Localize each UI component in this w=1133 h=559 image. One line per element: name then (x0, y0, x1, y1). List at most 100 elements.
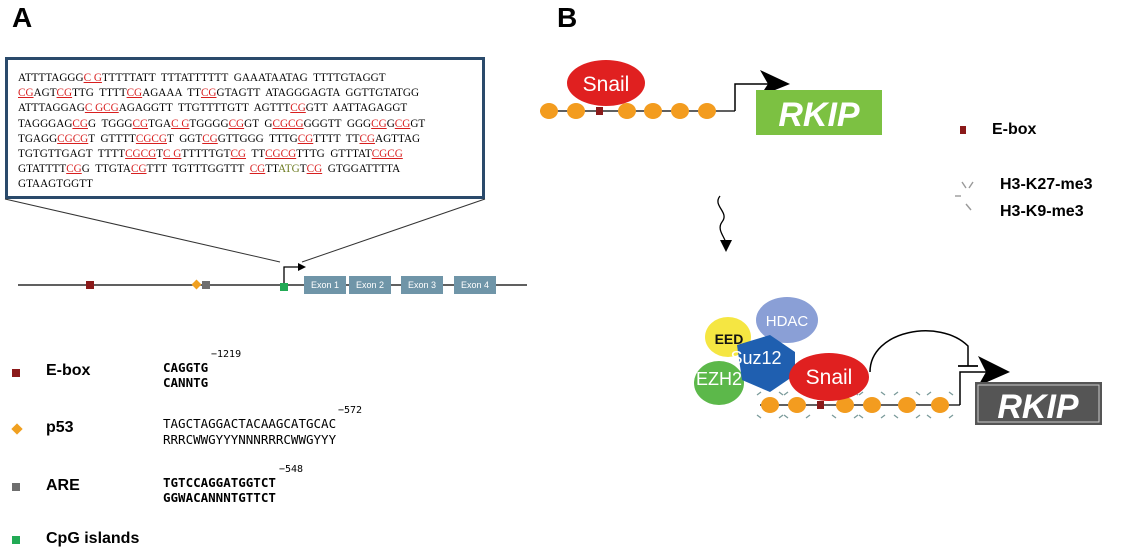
histone-mark (948, 414, 954, 419)
sequence-segment: TTT TGTTTGGTTT (146, 163, 250, 176)
histone-mark (915, 414, 921, 419)
cpg-site: C G (171, 117, 190, 130)
histone-mark (926, 391, 932, 396)
rkip-gene-silenced (975, 382, 1102, 425)
ebox-silenced (817, 401, 824, 409)
cpg-site: CG (306, 163, 323, 176)
tss-arrow-head (298, 263, 306, 271)
sequence-line: TAGGGAGCGG TGGGCGTGAC GTGGGGCGGT GCGCGGG… (18, 117, 425, 132)
legend-are-position: −548 (279, 464, 304, 475)
snail-active (567, 60, 645, 106)
sequence-segment: GTAAGTGGTT (18, 178, 93, 191)
legend-ebox-position: −1219 (211, 349, 242, 360)
sequence-segment: GTATTTT (18, 163, 67, 176)
sequence-line: ATTTTAGGGC GTTTTTATT TTTATTTTTT GAAATAAT… (18, 71, 425, 86)
ezh2-label: EZH2 (696, 369, 742, 389)
histone-mark (756, 414, 762, 419)
cpg-site: CGCG (125, 148, 157, 161)
suz12-protein (737, 335, 795, 392)
cpg-site: CG (72, 117, 88, 130)
eed-label: EED (715, 331, 744, 347)
legend-cpg-label: CpG islands (46, 530, 140, 547)
histone-mark (893, 414, 899, 419)
exon-1: Exon 1 (304, 276, 346, 294)
sequence-segment: TGAGG (18, 132, 58, 145)
nucleosomes-silenced (761, 397, 949, 413)
sequence-segment: GTAGTT ATAGGGAGTA GGTTGTATGG (216, 87, 420, 100)
legend-cpg-symbol (12, 536, 20, 544)
sequence-segment: TTG TTTT (72, 87, 127, 100)
sequence-segment: T (156, 148, 164, 161)
histone-mark (880, 391, 886, 396)
legend-ebox-seq1: CAGGTG (163, 360, 209, 375)
cpg-site: C G (163, 148, 182, 161)
cpg-site: CG (126, 87, 143, 100)
cpg-site: CG (202, 132, 218, 145)
cpg-site: C GCG (84, 102, 119, 115)
exon-1-label: Exon 1 (311, 280, 339, 290)
sequence-segment: GTGGATTTTA (322, 163, 401, 176)
legend-are-seq1: TGTCCAGGATGGTCT (163, 475, 276, 490)
sequence-segment: T (299, 163, 307, 176)
sequence-segment: AGAAA TT (142, 87, 201, 100)
transition-arrowhead (720, 240, 732, 252)
histone-mark (858, 414, 864, 419)
key-histone-marks-symbol (955, 181, 974, 211)
sequence-line: GTATTTTCGG TTGTACGTTT TGTTTGGTTT CGTTATG… (18, 162, 425, 177)
legend-ebox-label: E-box (46, 362, 91, 379)
exon-2-label: Exon 2 (356, 280, 384, 290)
cpg-site: CG (290, 102, 306, 115)
cpg-site: CG (394, 117, 411, 130)
map-are-site (202, 281, 210, 289)
sequence-segment: TT (246, 148, 266, 161)
sequence-segment: GGGTT GGG (303, 117, 372, 130)
rkip-active-label: RKIP (778, 96, 860, 134)
nucleosomes-active (540, 103, 716, 119)
cpg-site: CG (249, 163, 266, 176)
histone-mark (783, 414, 789, 419)
histone-mark (853, 414, 859, 419)
sequence-segment: TT (265, 163, 279, 176)
sequence-segment: ATTTAGGAG (18, 102, 85, 115)
cpg-site: CG (359, 132, 376, 145)
sequence-segment: TTTTTGT (181, 148, 231, 161)
legend-p53-position: −572 (338, 405, 363, 416)
cpg-site: CG (297, 132, 314, 145)
sequence-segment: TGA (148, 117, 172, 130)
cpg-site: CGCG (135, 132, 167, 145)
key-ebox-symbol (960, 126, 966, 134)
cpg-site: CGCG (57, 132, 89, 145)
histone-mark (915, 391, 921, 396)
zoom-line-left (4, 198, 281, 263)
legend-ebox-symbol (12, 369, 20, 377)
key-k9-label: H3-K9-me3 (1000, 203, 1084, 220)
cpg-site: CG (132, 117, 149, 130)
legend-are-symbol (12, 483, 20, 491)
zoom-line-right (301, 198, 486, 263)
sequence-segment: G (386, 117, 395, 130)
hdac-protein (756, 297, 818, 343)
exon-4-label: Exon 4 (461, 280, 489, 290)
exon-2: Exon 2 (349, 276, 391, 294)
tss-arrow-active (734, 83, 772, 111)
sequence-segment: G TTGTA (81, 163, 131, 176)
cpg-site: C G (83, 72, 102, 84)
sequence-segment: T GGT (166, 132, 203, 145)
ezh2-protein (694, 361, 744, 405)
sequence-segment: GTTGGG TTTG (217, 132, 298, 145)
histone-mark (778, 391, 784, 396)
sequence-segment: G TGGG (87, 117, 133, 130)
tss-arrow-stem (283, 266, 298, 285)
panel-label-b: B (557, 2, 578, 33)
cpg-site: CG (56, 87, 73, 100)
sequence-segment: AGTTAG (375, 132, 421, 145)
histone-mark (783, 391, 789, 396)
sequence-line: CGAGTCGTTG TTTTCGAGAAA TTCGGTAGTT ATAGGG… (18, 86, 425, 101)
cpg-site: CG (200, 87, 217, 100)
histone-mark (805, 414, 811, 419)
start-codon: ATG (278, 163, 300, 176)
sequence-segment: GT G (244, 117, 273, 130)
map-p53-site (191, 279, 202, 290)
exon-3: Exon 3 (401, 276, 443, 294)
repression-arc (869, 330, 969, 373)
